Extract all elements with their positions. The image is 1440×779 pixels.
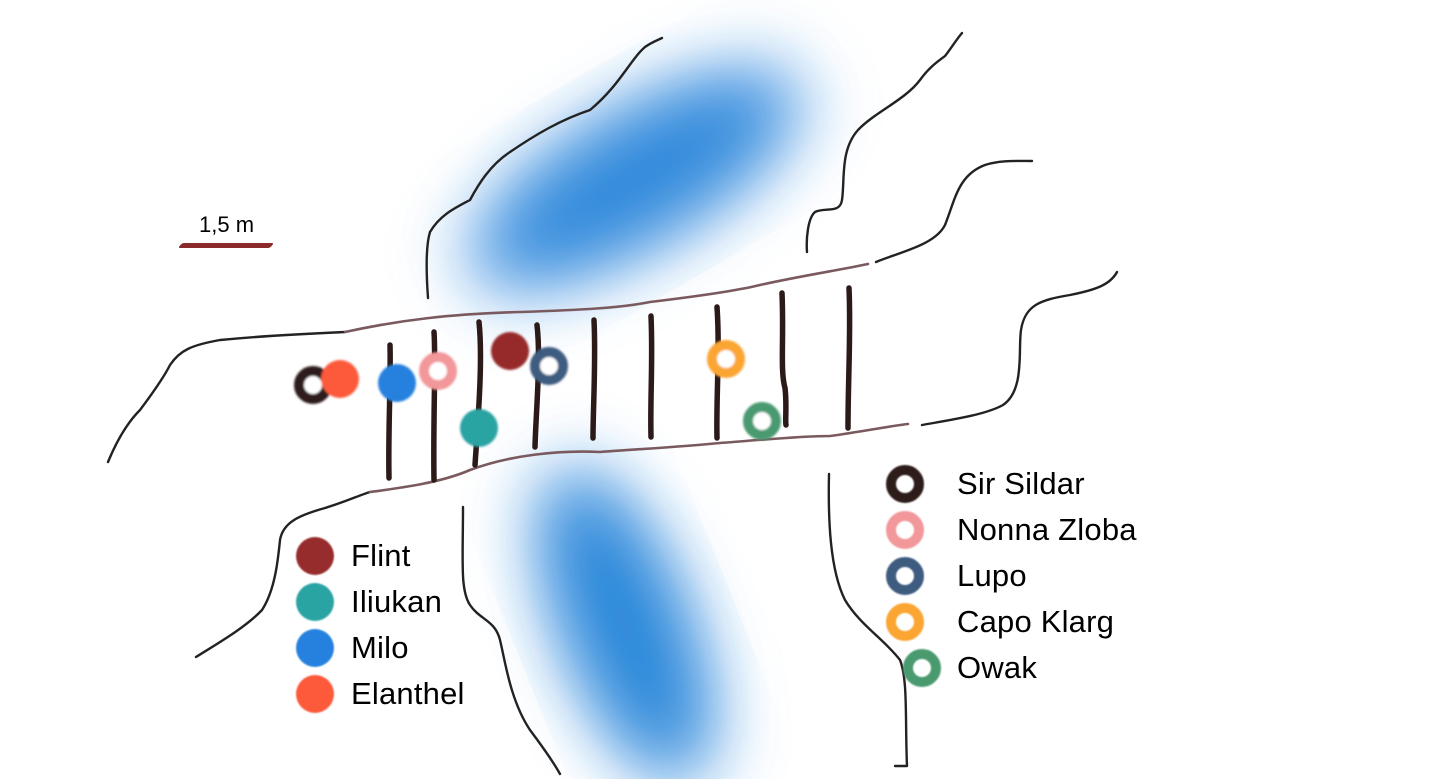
cliff-south-east <box>827 472 909 768</box>
scale-bar <box>177 243 275 248</box>
scale-label: 1,5 m <box>199 212 255 237</box>
token-owak[interactable] <box>743 402 781 440</box>
legend-item: Iliukan <box>296 579 465 625</box>
token-swatch-icon <box>886 511 924 549</box>
cliff-north-center <box>805 31 964 254</box>
token-iliukan[interactable] <box>460 409 498 447</box>
legend-item: Elanthel <box>296 671 465 717</box>
cliff-north-east <box>874 159 1034 264</box>
token-lupo[interactable] <box>530 347 568 385</box>
token-flint[interactable] <box>491 332 529 370</box>
cliff-lines <box>106 31 1119 776</box>
legend-label: Elanthel <box>351 676 465 711</box>
plank <box>472 319 484 468</box>
legend-item: Flint <box>296 533 465 579</box>
cliff-north-west <box>425 36 664 300</box>
cliff-south-west <box>194 490 372 659</box>
token-capo-klarg[interactable] <box>707 340 745 378</box>
plank <box>386 342 393 481</box>
token-swatch-icon <box>886 465 924 503</box>
cliff-south-center <box>461 505 562 776</box>
legend-item: Milo <box>296 625 465 671</box>
plank <box>779 290 789 428</box>
legend-label: Milo <box>351 630 409 665</box>
legend-label: Sir Sildar <box>957 466 1085 501</box>
legend-allies: Flint Iliukan Milo Elanthel <box>296 533 465 717</box>
bridge-edge-north <box>343 262 870 334</box>
plank <box>648 313 655 440</box>
token-swatch-icon <box>903 649 941 687</box>
legend-item: Owak <box>903 645 1137 691</box>
token-swatch-icon <box>296 629 334 667</box>
legend-item: Nonna Zloba <box>886 507 1137 553</box>
plank <box>845 285 853 431</box>
token-milo[interactable] <box>378 364 416 402</box>
legend-label: Flint <box>351 538 411 573</box>
plank <box>532 322 542 450</box>
legend-label: Owak <box>957 650 1038 685</box>
bridge-edge-south <box>368 422 910 494</box>
legend-label: Lupo <box>957 558 1027 593</box>
legend-item: Capo Klarg <box>886 599 1137 645</box>
legend-item: Sir Sildar <box>886 461 1137 507</box>
water-north <box>458 62 812 298</box>
plank <box>590 317 598 441</box>
token-swatch-icon <box>886 603 924 641</box>
bridge-planks <box>386 285 853 483</box>
legend-label: Iliukan <box>351 584 443 619</box>
legend-label: Capo Klarg <box>957 604 1115 639</box>
cliff-west <box>106 330 347 464</box>
cliff-east <box>920 270 1119 427</box>
token-swatch-icon <box>296 583 334 621</box>
water-south <box>534 460 716 779</box>
legend-item: Lupo <box>886 553 1137 599</box>
token-elanthel[interactable] <box>321 360 359 398</box>
plank <box>431 329 438 483</box>
legend-others: Sir Sildar Nonna Zloba Lupo Capo Klarg O… <box>886 461 1137 691</box>
token-swatch-icon <box>886 557 924 595</box>
bridge <box>343 262 910 494</box>
character-tokens <box>294 332 781 447</box>
legend-label: Nonna Zloba <box>957 512 1137 547</box>
token-swatch-icon <box>296 537 334 575</box>
token-nonna-zloba[interactable] <box>419 352 457 390</box>
token-swatch-icon <box>296 675 334 713</box>
